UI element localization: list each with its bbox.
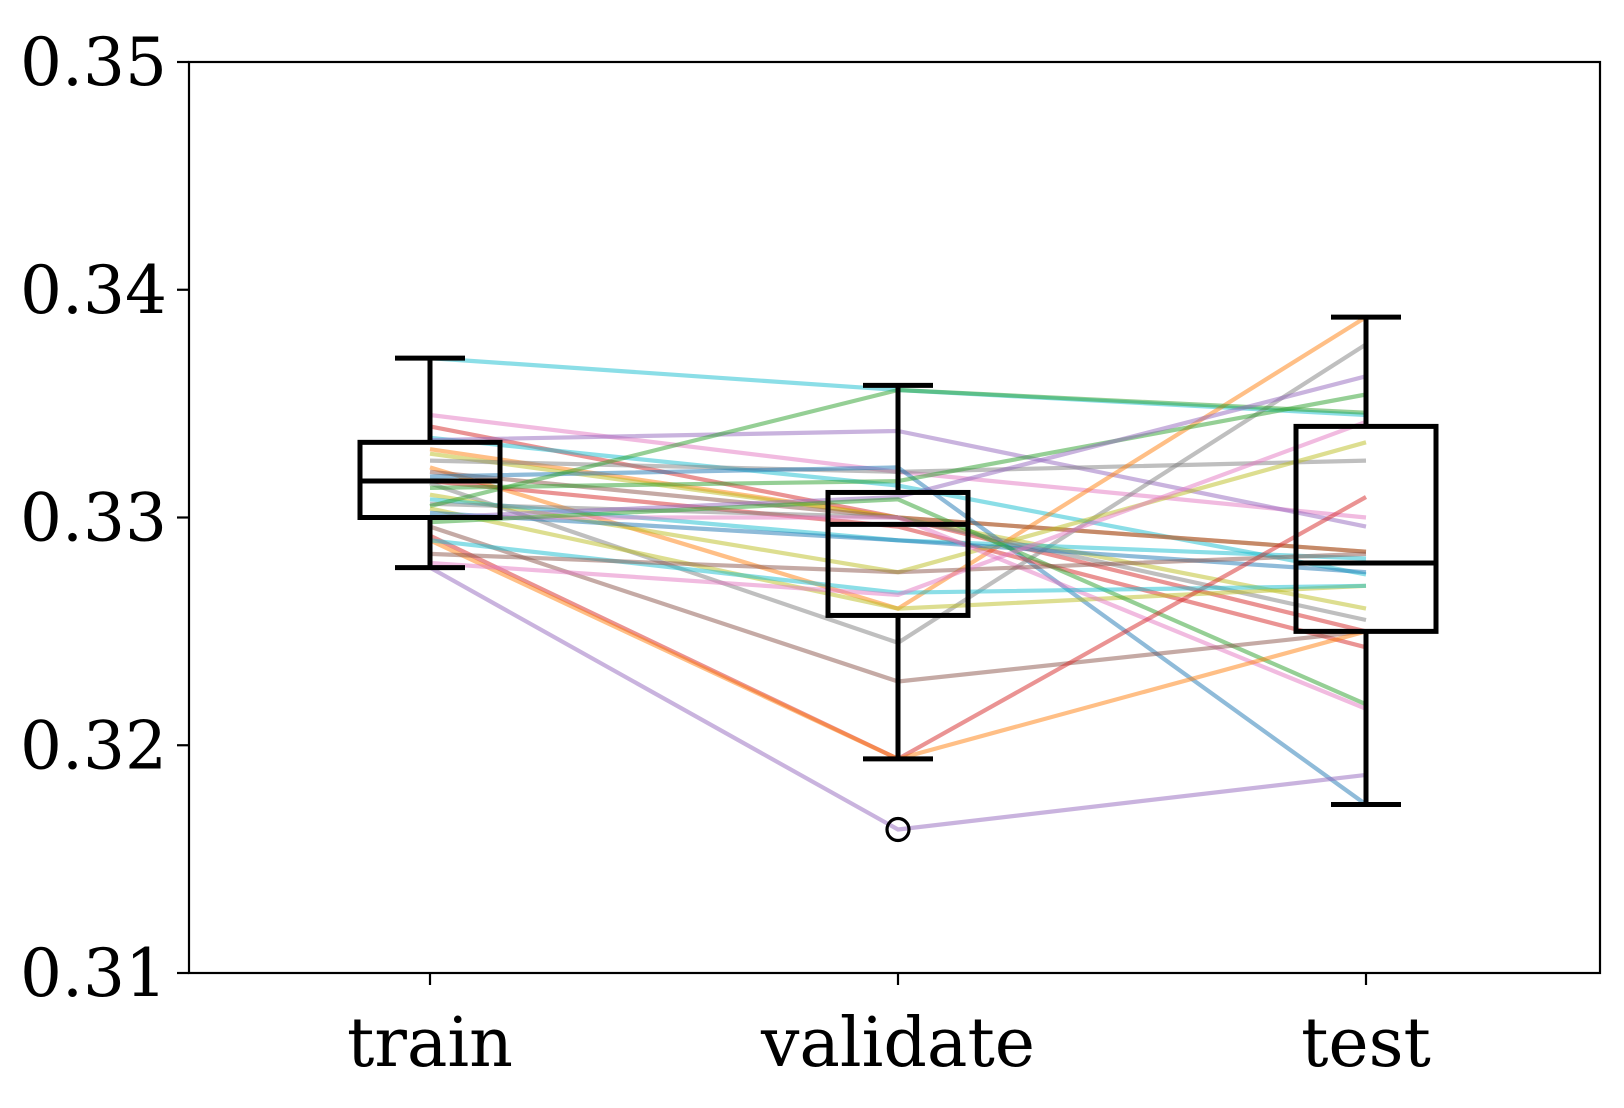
outlier-point xyxy=(885,816,911,843)
ytick-label: 0.32 xyxy=(20,707,167,784)
box-plots xyxy=(357,314,1439,843)
series-line-19 xyxy=(429,506,1367,611)
box-test xyxy=(1293,314,1439,807)
box-validate xyxy=(825,382,971,843)
xtick-label-test: test xyxy=(1301,1004,1431,1083)
ytick-label: 0.35 xyxy=(20,24,167,101)
box-iqr xyxy=(1293,423,1439,634)
series-line-21 xyxy=(429,374,1367,520)
series-line-28 xyxy=(429,551,1367,575)
series-line-23 xyxy=(429,497,1367,707)
box-train xyxy=(357,355,503,571)
box-iqr xyxy=(825,489,971,618)
ytick-label: 0.33 xyxy=(20,480,167,557)
ytick-label: 0.31 xyxy=(20,935,167,1012)
xtick-label-train: train xyxy=(347,1004,513,1083)
series-line-30 xyxy=(428,565,1367,832)
series-line-22 xyxy=(430,515,1367,711)
series-line-29 xyxy=(429,419,1367,598)
ytick-label: 0.34 xyxy=(20,252,167,329)
axes: 0.31 0.32 0.33 0.34 0.35 train validate test xyxy=(20,24,1431,1083)
xtick-label-validate: validate xyxy=(760,1004,1035,1083)
